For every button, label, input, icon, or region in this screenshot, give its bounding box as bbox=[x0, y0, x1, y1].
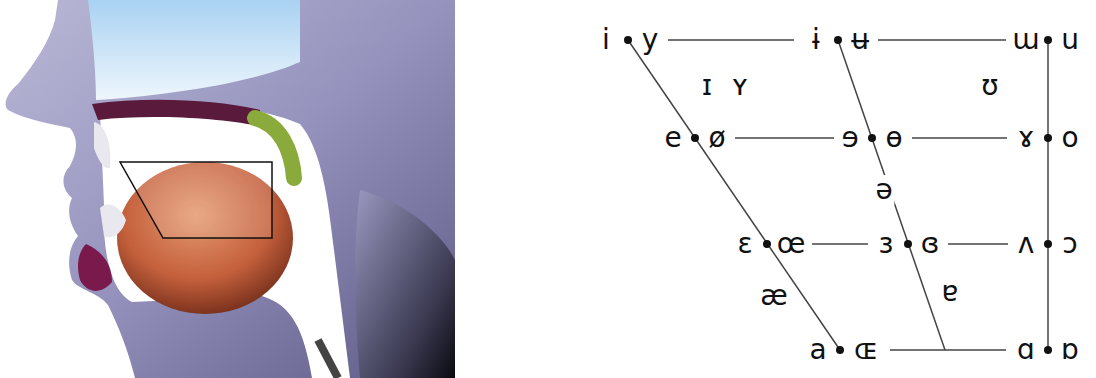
vowel-symbol: u bbox=[1059, 25, 1081, 55]
vowel-symbol: ɨ bbox=[810, 25, 822, 55]
vowel-symbol: ə bbox=[873, 175, 894, 205]
vowel-symbol: ɒ bbox=[1059, 335, 1081, 365]
vowel-symbol: ɜ bbox=[877, 229, 896, 259]
vowel-symbol: ʏ bbox=[729, 71, 750, 101]
lower-teeth bbox=[100, 204, 126, 237]
nasal-cavity bbox=[88, 0, 300, 100]
vowel-symbol: a bbox=[807, 335, 828, 365]
vowel-symbol: e bbox=[662, 123, 683, 153]
hard-palate bbox=[92, 100, 260, 126]
vowel-symbol: ø bbox=[706, 123, 727, 153]
vowel-symbol: o bbox=[1059, 123, 1080, 153]
vowel-symbol: ɤ bbox=[1016, 123, 1037, 153]
vowel-symbol: ɘ bbox=[839, 123, 860, 153]
lower-lip bbox=[78, 244, 112, 291]
vowel-symbol: ɵ bbox=[883, 123, 904, 153]
vowel-symbol: ɶ bbox=[852, 335, 880, 365]
vowel-symbol: æ bbox=[758, 281, 790, 311]
vowel-chart-lines bbox=[628, 40, 1048, 350]
oral-cavity bbox=[100, 105, 350, 378]
vowel-symbol: ɛ bbox=[735, 229, 754, 259]
vowel-trapezoid bbox=[120, 162, 272, 238]
upper-teeth bbox=[94, 122, 110, 168]
tongue bbox=[117, 162, 293, 314]
vowel-symbol: ɪ bbox=[700, 71, 714, 101]
vowel-symbol: ʉ bbox=[849, 25, 871, 55]
vowel-symbol: ʌ bbox=[1016, 229, 1037, 259]
vowel-symbol: ɯ bbox=[1010, 25, 1041, 55]
vowel-symbol: i bbox=[600, 25, 612, 55]
vowel-symbol: ɑ bbox=[1015, 335, 1037, 365]
vowel-symbol: ɐ bbox=[940, 277, 961, 307]
vowel-symbol: ɔ bbox=[1060, 229, 1079, 259]
larynx bbox=[318, 340, 338, 378]
vowel-dots bbox=[624, 36, 1052, 354]
head-shape bbox=[6, 0, 455, 378]
vowel-symbol: y bbox=[640, 25, 661, 55]
vowel-symbol: œ bbox=[775, 229, 808, 259]
vowel-symbol: ʊ bbox=[979, 71, 1000, 101]
vowel-symbol: ɞ bbox=[919, 229, 942, 259]
throat-shadow bbox=[355, 190, 455, 378]
